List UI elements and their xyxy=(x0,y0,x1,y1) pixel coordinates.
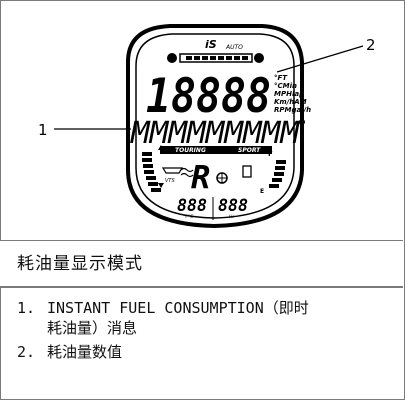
fuel-empty-label: E xyxy=(260,188,264,195)
callout-2-leader xyxy=(276,45,364,73)
legend-item-1-line-2: 耗油量）消息 xyxy=(47,319,138,337)
unit-label-3: MPHlap xyxy=(274,90,304,98)
temperature-unit: °F°C xyxy=(183,214,193,220)
legend-item-2: 2. 耗油量数值 xyxy=(17,342,397,362)
alpha-characters: MMMMMMMMM xyxy=(130,116,300,151)
mode-band xyxy=(160,146,272,154)
legend-item-2-text: 耗油量数值 xyxy=(47,343,123,361)
minus-icon xyxy=(167,53,177,63)
water-waves-icon xyxy=(180,167,194,178)
fuel-full-label: F xyxy=(268,150,273,158)
battery-bar xyxy=(179,53,253,63)
unit-label-5: RPMgal/h xyxy=(274,106,311,114)
unit-label-2: °CMin xyxy=(274,82,297,90)
temperature-digits: 888 xyxy=(177,196,207,216)
callout-1-label: 1 xyxy=(38,121,48,139)
legend-item-1-text: INSTANT FUEL CONSUMPTION（即时 xyxy=(47,298,397,318)
trim-up-arrow-icon xyxy=(158,145,164,150)
legend-item-1-line-1: INSTANT FUEL CONSUMPTION（即时 xyxy=(47,299,309,317)
main-digits: 18888 xyxy=(146,69,271,124)
section-title-row: 耗油量显示模式 xyxy=(0,241,403,288)
vts-label: VTS xyxy=(165,178,175,184)
unit-labels: °FT °CMin MPHlap Km/hAM RPMgal/h xyxy=(274,74,311,114)
unit-label-4: Km/hAM xyxy=(274,98,307,106)
auto-label: AUTO xyxy=(225,44,243,51)
fuel-pump-icon xyxy=(242,165,252,178)
left-trim-gauge xyxy=(142,152,161,192)
touring-label: TOURING xyxy=(175,147,206,154)
plus-icon xyxy=(254,53,264,63)
unit-label-1: °FT xyxy=(274,74,288,82)
fuel-gauge xyxy=(269,160,286,188)
gauge-bezel xyxy=(126,24,304,229)
sport-label: SPORT xyxy=(238,147,261,154)
gauge-illustration: iS AUTO 18888 °FT °CMin MPHlap Km/hAM RP… xyxy=(0,24,403,241)
trim-down-arrow-icon xyxy=(158,183,164,188)
legend-item-2-number: 2. xyxy=(17,343,36,361)
legend-item-1-number: 1. xyxy=(17,299,36,317)
hours-unit: Hr xyxy=(229,214,235,220)
gauge-diagram: iS AUTO 18888 °FT °CMin MPHlap Km/hAM RP… xyxy=(38,24,376,229)
legend-list: 1. INSTANT FUEL CONSUMPTION（即时 耗油量）消息 2. 耗… xyxy=(0,288,403,398)
propeller-blades xyxy=(217,173,227,183)
section-title: 耗油量显示模式 xyxy=(17,254,143,274)
brand-mark-text: iS xyxy=(205,38,217,51)
battery-segments xyxy=(186,56,248,60)
gauge-inner-bezel xyxy=(135,33,295,219)
hours-digits: 888 xyxy=(218,196,248,216)
boat-icon xyxy=(161,167,184,174)
callout-2-label: 2 xyxy=(366,36,376,54)
gear-indicator: R xyxy=(191,158,210,196)
indicator-dot xyxy=(299,119,305,125)
legend-item-1: 1. INSTANT FUEL CONSUMPTION（即时 耗油量）消息 xyxy=(17,298,397,338)
